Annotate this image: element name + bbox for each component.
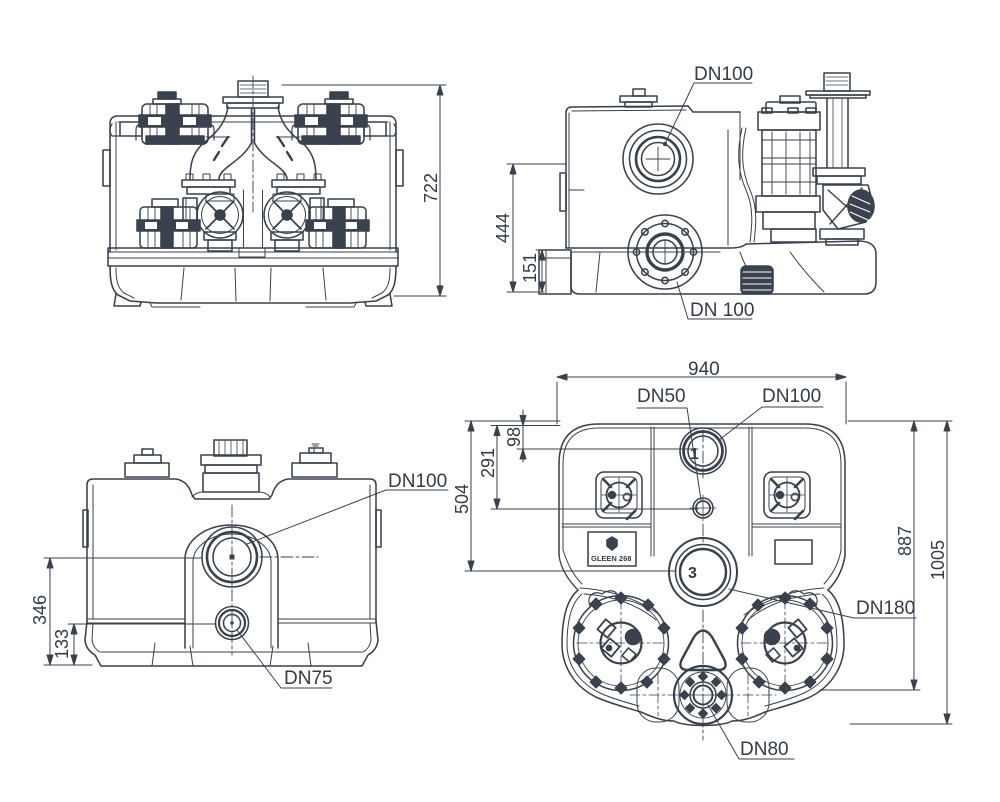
- svg-text:DN 100: DN 100: [690, 300, 754, 321]
- svg-text:GLEEN 268: GLEEN 268: [591, 554, 631, 563]
- svg-text:1005: 1005: [928, 540, 948, 580]
- svg-text:940: 940: [688, 359, 720, 380]
- svg-text:722: 722: [421, 173, 441, 203]
- svg-text:98: 98: [504, 427, 524, 447]
- svg-text:291: 291: [478, 448, 498, 478]
- svg-text:887: 887: [895, 526, 915, 556]
- svg-text:133: 133: [52, 629, 72, 659]
- svg-text:3: 3: [688, 565, 697, 582]
- svg-text:504: 504: [452, 484, 472, 514]
- svg-text:444: 444: [493, 213, 513, 243]
- svg-text:151: 151: [520, 253, 540, 283]
- svg-text:346: 346: [30, 595, 50, 625]
- svg-text:DN100: DN100: [694, 64, 753, 85]
- svg-text:DN100: DN100: [388, 471, 447, 492]
- svg-text:DN50: DN50: [637, 386, 686, 407]
- svg-text:DN80: DN80: [740, 739, 789, 760]
- svg-text:DN75: DN75: [284, 668, 333, 689]
- svg-text:DN180: DN180: [856, 598, 915, 619]
- svg-text:DN100: DN100: [762, 386, 821, 407]
